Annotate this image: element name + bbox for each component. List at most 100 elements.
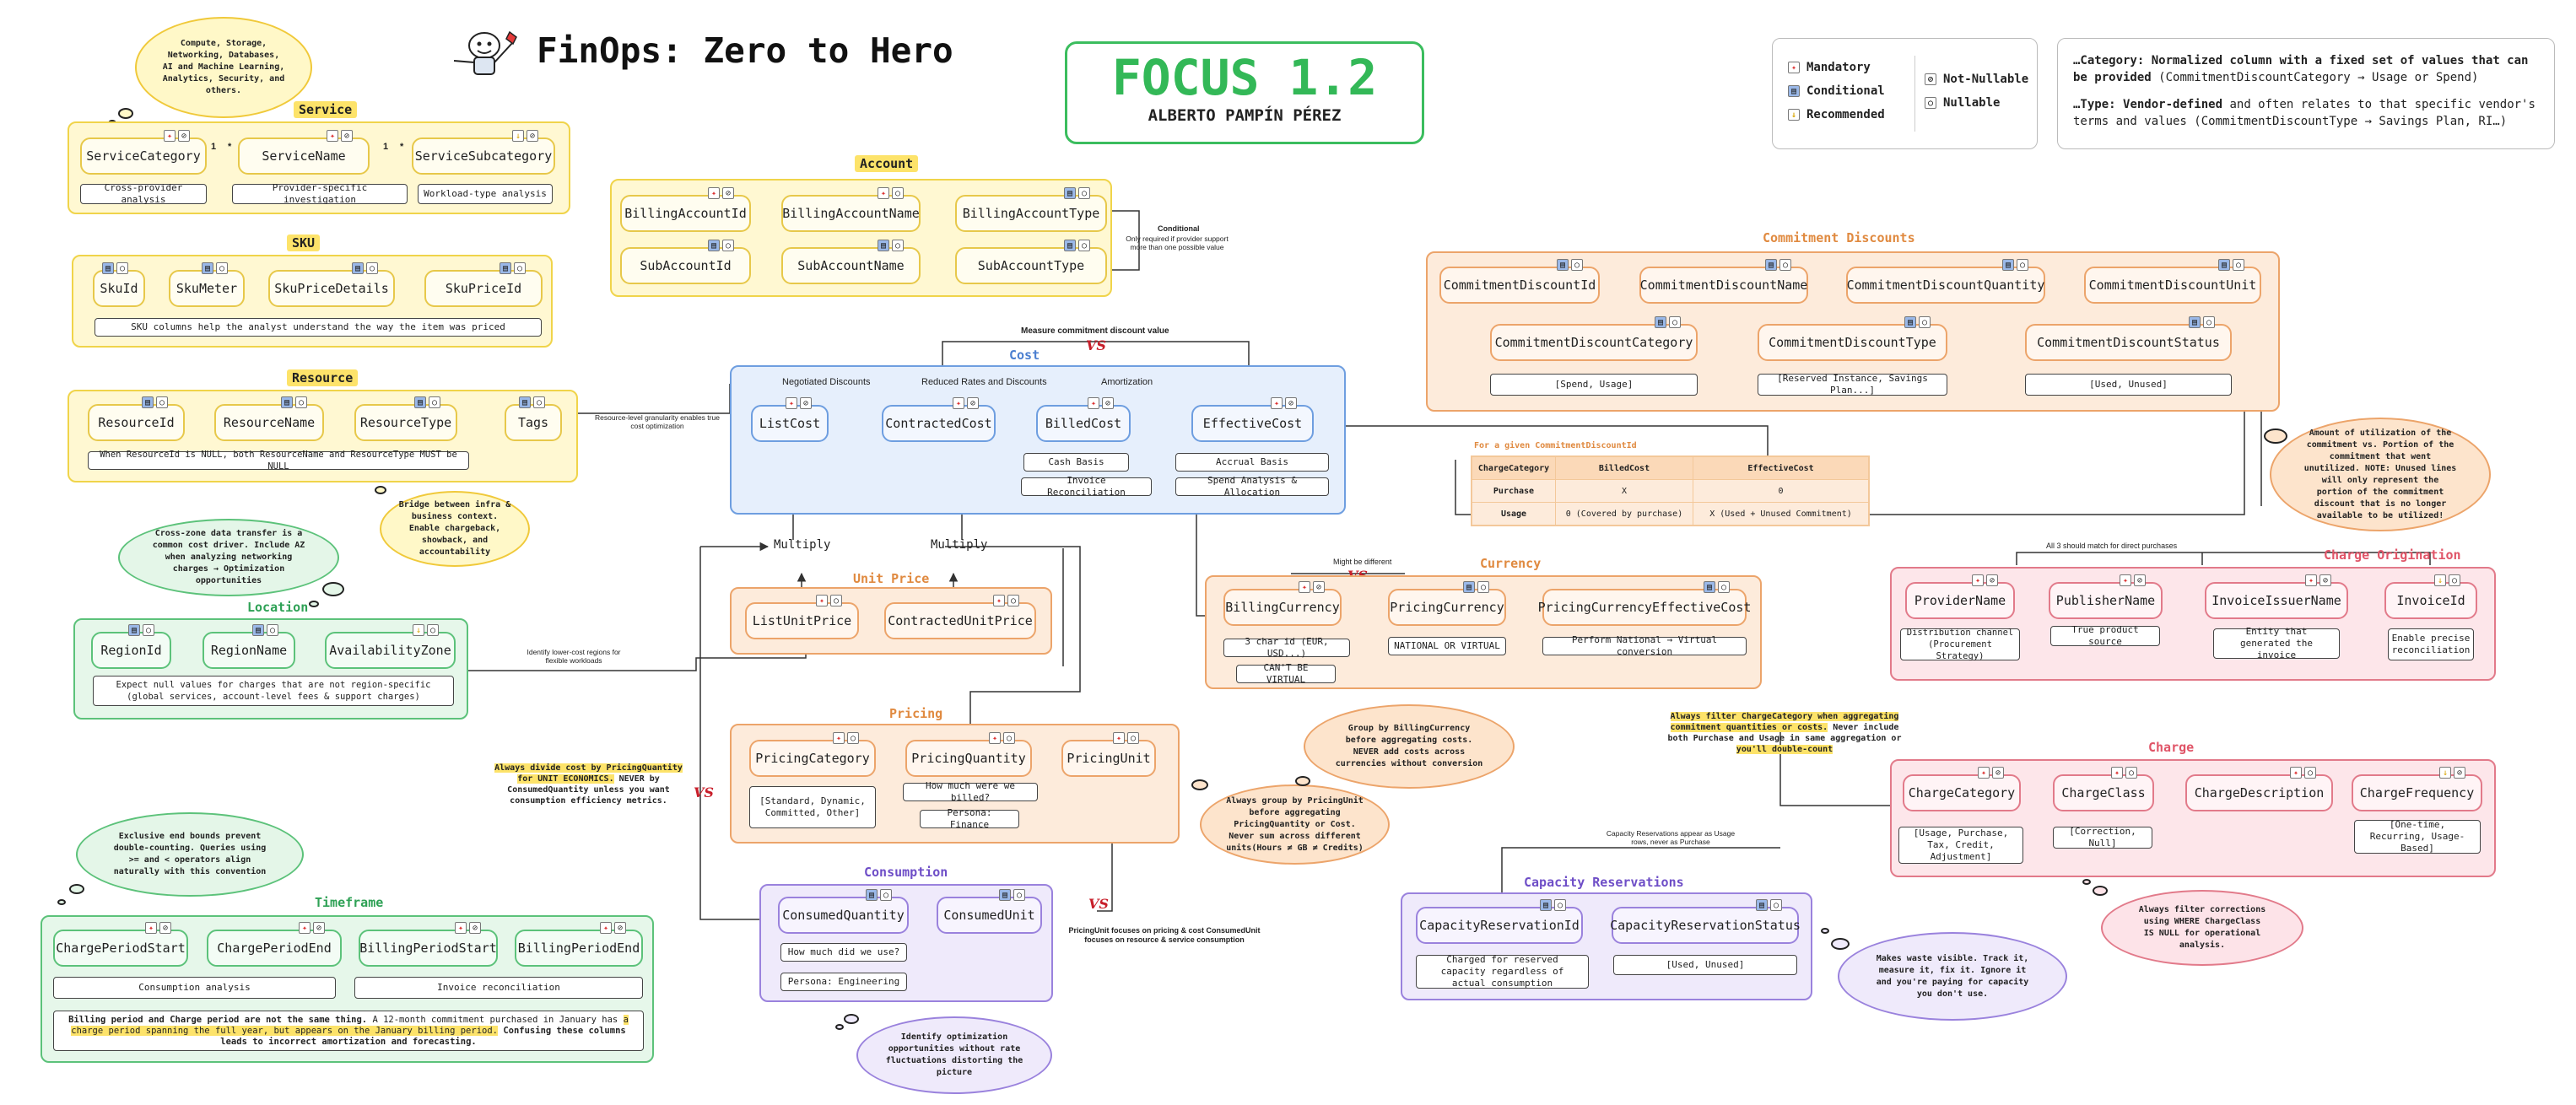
service-title: Service bbox=[294, 101, 358, 118]
conditional-icon: ▤ bbox=[1765, 259, 1777, 271]
column-sku-price-id[interactable]: SkuPriceId▤○ bbox=[424, 262, 543, 307]
column-billing-currency[interactable]: BillingCurrency✦⊘ bbox=[1223, 581, 1342, 626]
column-tags[interactable]: Tags▤○ bbox=[505, 396, 562, 441]
pin-icon: ✦ bbox=[2290, 767, 2302, 779]
conditional-icon: ▤ bbox=[1064, 240, 1076, 251]
nullable-icon: ○ bbox=[2125, 767, 2137, 779]
page-title: FinOps: Zero to Hero bbox=[537, 30, 953, 71]
column-billing-period-end[interactable]: BillingPeriodEnd✦⊘ bbox=[515, 922, 643, 967]
column-pricing-unit[interactable]: PricingUnit✦○ bbox=[1061, 732, 1156, 777]
column-commitment-discount-quantity[interactable]: CommitmentDiscountQuantity▤○ bbox=[1846, 259, 2045, 304]
column-consumed-unit[interactable]: ConsumedUnit▤○ bbox=[937, 889, 1042, 934]
not-nullable-icon: ⊘ bbox=[2454, 767, 2465, 779]
not-nullable-icon: ⊘ bbox=[469, 922, 481, 934]
not-nullable-icon: ⊘ bbox=[1313, 581, 1325, 593]
pin-icon: ✦ bbox=[2120, 574, 2131, 586]
charge-origination-title: Charge Origination bbox=[2324, 547, 2461, 563]
column-sub-account-id[interactable]: SubAccountId▤○ bbox=[620, 240, 751, 284]
pin-icon: ✦ bbox=[1788, 62, 1800, 73]
column-commitment-discount-category[interactable]: CommitmentDiscountCategory▤○ bbox=[1490, 316, 1698, 361]
column-billed-cost[interactable]: BilledCost✦⊘ bbox=[1036, 397, 1131, 442]
column-consumed-quantity[interactable]: ConsumedQuantity▤○ bbox=[778, 889, 909, 934]
conditional-icon: ▤ bbox=[414, 396, 426, 408]
conditional-icon: ▤ bbox=[1756, 899, 1768, 911]
column-list-unit-price[interactable]: ListUnitPrice✦○ bbox=[745, 595, 859, 639]
column-resource-type[interactable]: ResourceType▤○ bbox=[354, 396, 457, 441]
service-note: Provider-specific investigation bbox=[232, 182, 408, 205]
timeframe-cloud: Exclusive end bounds prevent double-coun… bbox=[76, 812, 304, 897]
account-conditional-title: Conditional bbox=[1158, 224, 1200, 233]
location-link-label: Identify lower-cost regions for flexible… bbox=[527, 648, 621, 665]
vs-label: VS bbox=[1088, 896, 1109, 912]
column-provider-name[interactable]: ProviderName✦⊘ bbox=[1905, 574, 2015, 619]
column-charge-category[interactable]: ChargeCategory✦⊘ bbox=[1903, 767, 2021, 811]
charge-note: [Correction, Null] bbox=[2053, 826, 2152, 849]
column-sku-price-details[interactable]: SkuPriceDetails▤○ bbox=[268, 262, 395, 307]
column-resource-id[interactable]: ResourceId▤○ bbox=[88, 396, 185, 441]
pricing-note: [Standard, Dynamic, Committed, Other] bbox=[749, 786, 876, 828]
multiply-label: Multiply bbox=[774, 538, 831, 552]
column-contracted-unit-price[interactable]: ContractedUnitPrice✦○ bbox=[884, 595, 1036, 639]
column-invoice-id[interactable]: InvoiceId↓○ bbox=[2384, 574, 2477, 619]
column-service-subcategory[interactable]: ServiceSubcategory↓⊘ bbox=[412, 130, 555, 175]
column-commitment-discount-type[interactable]: CommitmentDiscountType▤○ bbox=[1758, 316, 1947, 361]
nullable-icon: ○ bbox=[1477, 581, 1489, 593]
pin-icon: ✦ bbox=[1978, 767, 1990, 779]
not-nullable-icon: ⊘ bbox=[1285, 397, 1297, 409]
recommended-icon: ↓ bbox=[1788, 109, 1800, 121]
column-publisher-name[interactable]: PublisherName✦⊘ bbox=[2049, 574, 2163, 619]
pin-icon: ✦ bbox=[1271, 397, 1283, 409]
nullable-icon: ○ bbox=[2449, 574, 2460, 586]
capacity-title: Capacity Reservations bbox=[1524, 875, 1684, 890]
conditional-icon: ▤ bbox=[2002, 259, 2014, 271]
column-commitment-discount-name[interactable]: CommitmentDiscountName▤○ bbox=[1639, 259, 1808, 304]
column-billing-account-name[interactable]: BillingAccountName✦○ bbox=[781, 187, 921, 232]
column-capacity-reservation-id[interactable]: CapacityReservationId▤○ bbox=[1416, 899, 1583, 944]
column-charge-period-start[interactable]: ChargePeriodStart✦⊘ bbox=[53, 922, 188, 967]
nullable-icon: ○ bbox=[892, 187, 904, 199]
category-text: Normalized column with a fixed set of va… bbox=[2073, 54, 2529, 84]
column-pricing-currency-effective-cost[interactable]: PricingCurrencyEffectiveCost▤○ bbox=[1538, 581, 1751, 626]
not-nullable-icon: ⊘ bbox=[178, 130, 190, 142]
conditional-icon: ▤ bbox=[2218, 259, 2230, 271]
column-commitment-discount-unit[interactable]: CommitmentDiscountUnit▤○ bbox=[2084, 259, 2261, 304]
column-charge-class[interactable]: ChargeClass✦○ bbox=[2053, 767, 2154, 811]
legend-recommended: Recommended bbox=[1806, 108, 1885, 121]
column-service-category[interactable]: ServiceCategory✦⊘ bbox=[80, 130, 207, 175]
column-pricing-quantity[interactable]: PricingQuantity✦○ bbox=[905, 732, 1032, 777]
column-billing-account-id[interactable]: BillingAccountId✦⊘ bbox=[620, 187, 751, 232]
category-key: …Category: bbox=[2073, 54, 2145, 67]
column-capacity-reservation-status[interactable]: CapacityReservationStatus▤○ bbox=[1610, 899, 1801, 944]
multiply-label: Multiply bbox=[931, 538, 988, 552]
column-charge-description[interactable]: ChargeDescription✦○ bbox=[2185, 767, 2333, 811]
column-commitment-discount-id[interactable]: CommitmentDiscountId▤○ bbox=[1439, 259, 1600, 304]
column-pricing-category[interactable]: PricingCategory✦○ bbox=[749, 732, 876, 777]
column-invoice-issuer-name[interactable]: InvoiceIssuerName✦⊘ bbox=[2205, 574, 2348, 619]
column-service-name[interactable]: ServiceName✦⊘ bbox=[238, 130, 370, 175]
charge-title: Charge bbox=[2148, 740, 2195, 755]
column-billing-period-start[interactable]: BillingPeriodStart✦⊘ bbox=[359, 922, 498, 967]
column-availability-zone[interactable]: AvailabilityZone↓○ bbox=[325, 624, 456, 669]
column-list-cost[interactable]: ListCost✦⊘ bbox=[751, 397, 829, 442]
column-charge-period-end[interactable]: ChargePeriodEnd✦⊘ bbox=[207, 922, 342, 967]
column-sku-id[interactable]: SkuId▤○ bbox=[93, 262, 145, 307]
pin-icon: ✦ bbox=[1088, 397, 1099, 409]
column-sku-meter[interactable]: SkuMeter▤○ bbox=[169, 262, 245, 307]
column-pricing-currency[interactable]: PricingCurrency▤○ bbox=[1388, 581, 1506, 626]
column-sub-account-type[interactable]: SubAccountType▤○ bbox=[955, 240, 1107, 284]
column-commitment-discount-status[interactable]: CommitmentDiscountStatus▤○ bbox=[2025, 316, 2232, 361]
column-sub-account-name[interactable]: SubAccountName▤○ bbox=[781, 240, 921, 284]
nullable-icon: ○ bbox=[2203, 316, 2215, 328]
column-region-name[interactable]: RegionName▤○ bbox=[203, 624, 295, 669]
currency-note: 3 char id (EUR, USD...) bbox=[1223, 636, 1350, 659]
column-effective-cost[interactable]: EffectiveCost✦⊘ bbox=[1191, 397, 1314, 442]
column-charge-frequency[interactable]: ChargeFrequency↓⊘ bbox=[2352, 767, 2482, 811]
conditional-icon: ▤ bbox=[1557, 259, 1569, 271]
column-billing-account-type[interactable]: BillingAccountType▤○ bbox=[955, 187, 1107, 232]
column-contracted-cost[interactable]: ContractedCost✦⊘ bbox=[882, 397, 996, 442]
not-nullable-icon: ⊘ bbox=[159, 922, 171, 934]
column-resource-name[interactable]: ResourceName▤○ bbox=[214, 396, 324, 441]
conditional-icon: ▤ bbox=[1704, 581, 1715, 593]
resource-title: Resource bbox=[287, 369, 359, 386]
column-region-id[interactable]: RegionId▤○ bbox=[91, 624, 171, 669]
